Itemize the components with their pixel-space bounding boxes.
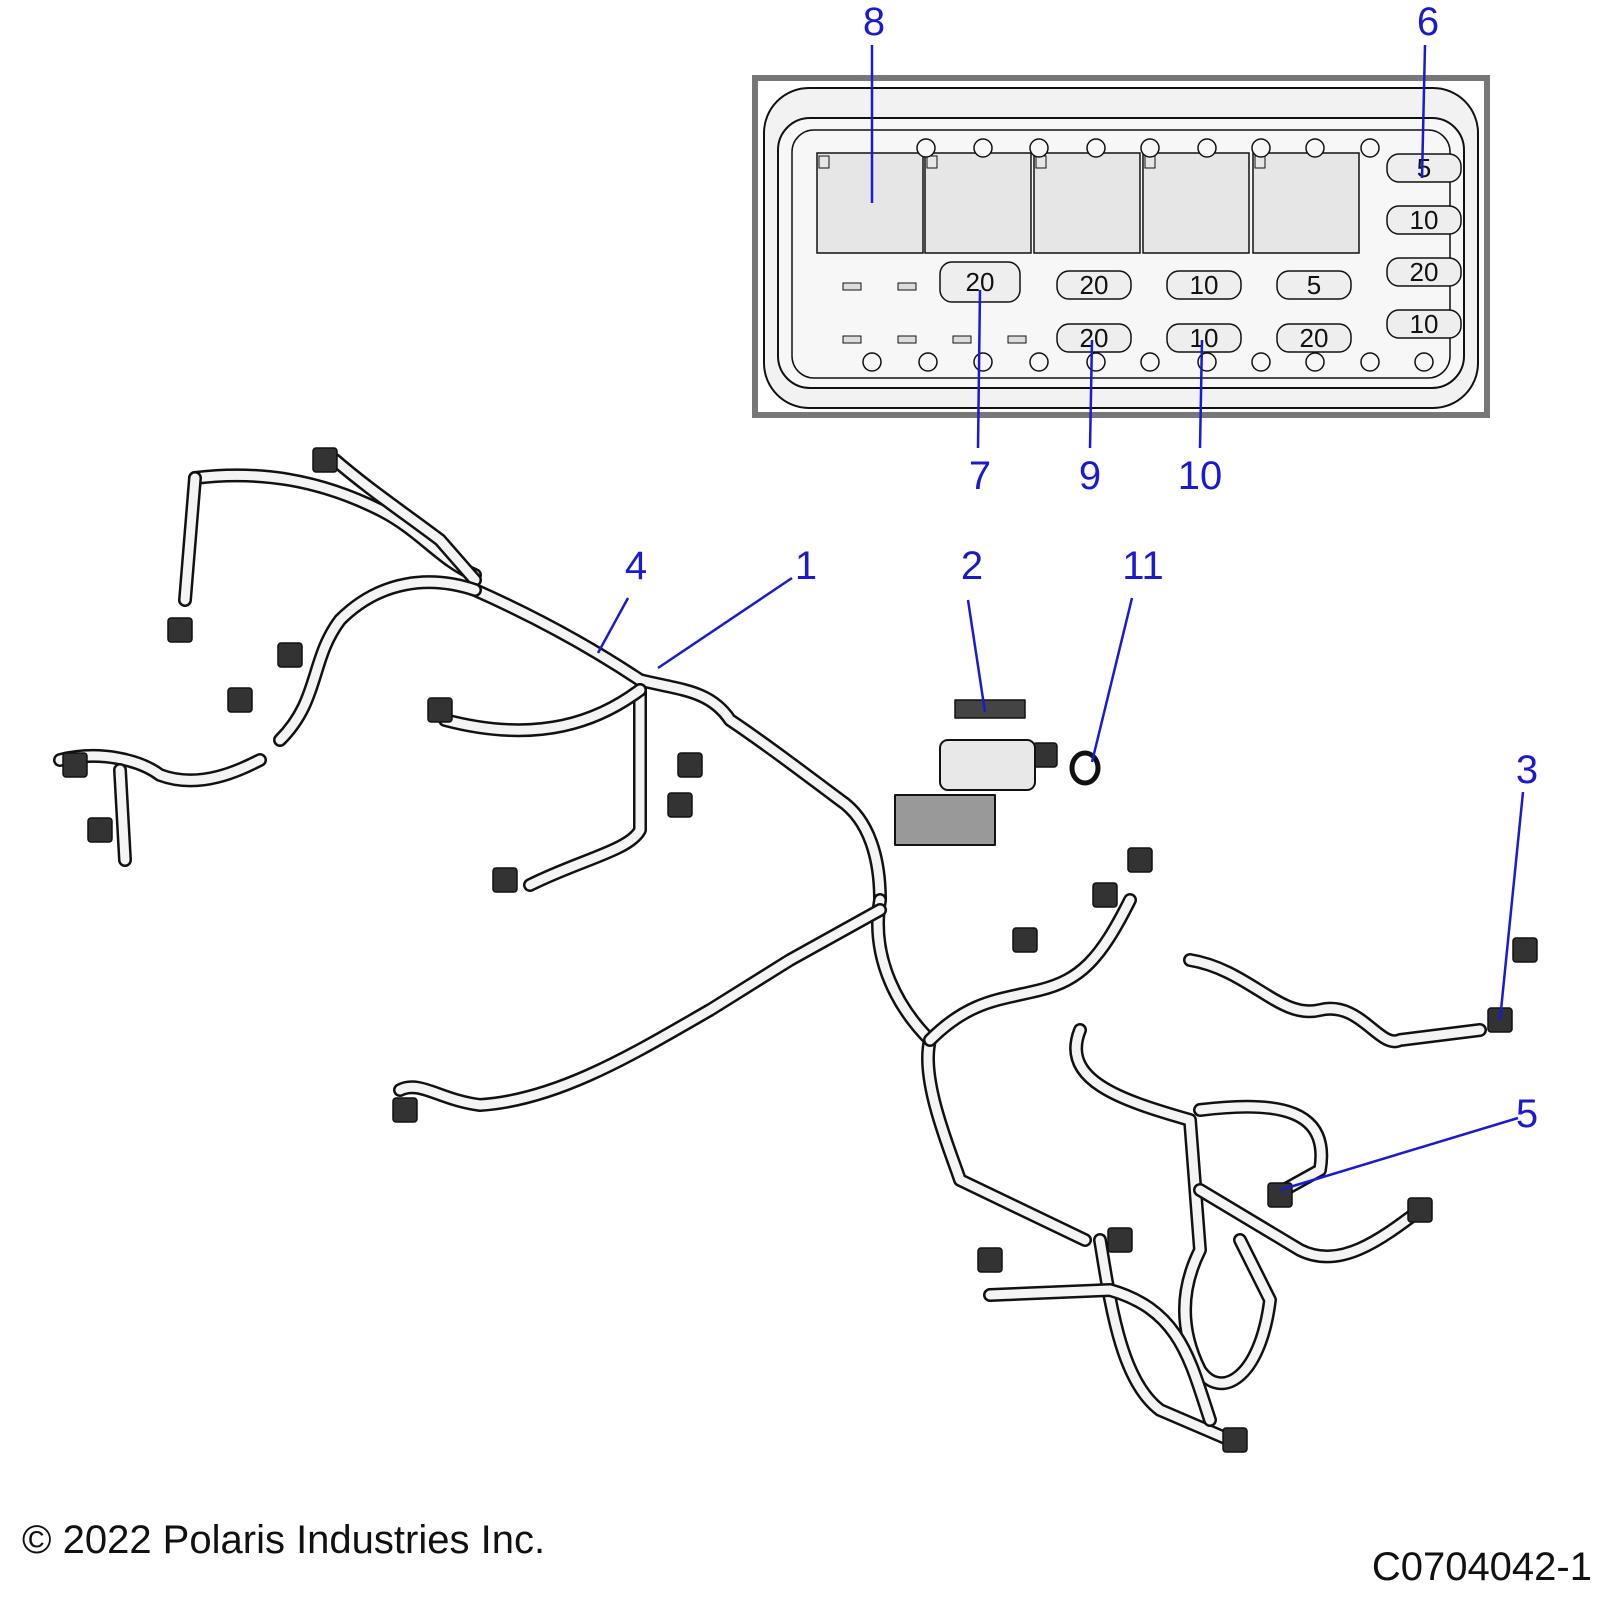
fuse-rating: 20 bbox=[1080, 323, 1109, 353]
callout-6: 6 bbox=[1416, 0, 1440, 44]
relay bbox=[1033, 152, 1141, 254]
connector bbox=[167, 617, 193, 643]
relay bbox=[816, 152, 924, 254]
fuse: 10 bbox=[1386, 205, 1462, 235]
relay bbox=[924, 152, 1032, 254]
fuse-box-cover bbox=[939, 739, 1036, 791]
callout-2: 2 bbox=[960, 544, 984, 588]
connector bbox=[312, 447, 338, 473]
connector bbox=[427, 697, 453, 723]
connector bbox=[62, 752, 88, 778]
callout-1: 1 bbox=[794, 544, 818, 588]
figure-code: C0704042-1 bbox=[1371, 1545, 1592, 1589]
fuse-label bbox=[954, 699, 1026, 719]
connector bbox=[492, 867, 518, 893]
harness-tube bbox=[393, 903, 887, 1112]
connector bbox=[277, 642, 303, 668]
fuse: 10 bbox=[1166, 323, 1242, 353]
fuse-rating: 10 bbox=[1190, 270, 1219, 300]
connector bbox=[392, 1097, 418, 1123]
fuse: 20 bbox=[1056, 270, 1132, 300]
fuse-rating: 10 bbox=[1410, 309, 1439, 339]
fuse-box-inset: 5 10 20 10 20 20 10 5 20 10 20 bbox=[752, 75, 1490, 418]
connector bbox=[977, 1247, 1003, 1273]
connector bbox=[1107, 1227, 1133, 1253]
callout-9: 9 bbox=[1078, 454, 1102, 498]
fuse: 20 bbox=[1056, 323, 1132, 353]
relays bbox=[816, 138, 1380, 254]
fuse: 20 bbox=[1276, 323, 1352, 353]
fuse: 10 bbox=[1166, 270, 1242, 300]
fuse-rating: 10 bbox=[1410, 205, 1439, 235]
callout-7: 7 bbox=[968, 454, 992, 498]
connector bbox=[1512, 937, 1538, 963]
callout-11: 11 bbox=[1122, 544, 1164, 588]
fuse: 5 bbox=[1276, 270, 1352, 300]
connector bbox=[667, 792, 693, 818]
connector bbox=[677, 752, 703, 778]
grommet bbox=[1069, 750, 1101, 786]
fuse-rating: 20 bbox=[1300, 323, 1329, 353]
callout-3: 3 bbox=[1515, 748, 1539, 792]
relay bbox=[1142, 152, 1250, 254]
connector bbox=[1407, 1197, 1433, 1223]
relay bbox=[1252, 152, 1360, 254]
fuse: 10 bbox=[1386, 309, 1462, 339]
callout-4: 4 bbox=[624, 544, 648, 588]
callout-10: 10 bbox=[1177, 454, 1223, 498]
fuse: 5 bbox=[1386, 153, 1462, 183]
fuse-box-base bbox=[894, 794, 996, 846]
fuse-rating: 5 bbox=[1307, 270, 1321, 300]
harness-tube bbox=[468, 583, 887, 907]
connector bbox=[1127, 847, 1153, 873]
fuses: 5 10 20 10 20 20 10 5 20 10 20 bbox=[842, 153, 1462, 372]
fuse-rating: 20 bbox=[1410, 257, 1439, 287]
leader-lines bbox=[596, 44, 1525, 1192]
fuse-rating: 20 bbox=[1080, 270, 1109, 300]
connector bbox=[1092, 882, 1118, 908]
connector bbox=[1032, 742, 1058, 768]
harness-tube bbox=[983, 1283, 1217, 1427]
connector bbox=[1222, 1427, 1248, 1453]
wire-harness bbox=[53, 447, 1538, 1453]
fuse: 20 bbox=[939, 261, 1021, 303]
connector bbox=[1012, 927, 1038, 953]
fuse-rating: 5 bbox=[1417, 153, 1431, 183]
copyright: © 2022 Polaris Industries Inc. bbox=[22, 1518, 546, 1562]
fuse: 20 bbox=[1386, 257, 1462, 287]
fuse-rating: 10 bbox=[1190, 323, 1219, 353]
connector bbox=[227, 687, 253, 713]
callout-5: 5 bbox=[1515, 1092, 1539, 1136]
callout-8: 8 bbox=[862, 0, 886, 44]
harness-tube bbox=[1193, 1183, 1427, 1264]
connector bbox=[87, 817, 113, 843]
